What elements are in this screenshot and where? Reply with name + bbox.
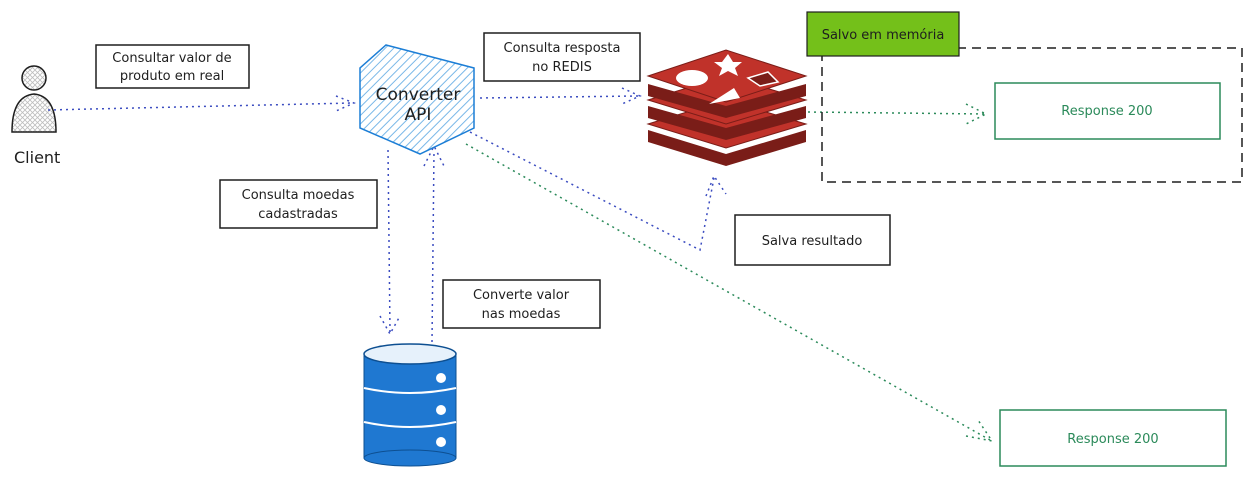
- arrow-api-to-response-bottom: [465, 143, 991, 441]
- arrow-client-to-api: [47, 102, 353, 111]
- database-icon[interactable]: [363, 343, 457, 467]
- response-bottom: Response 200: [999, 409, 1227, 467]
- note-convert-value-line1: Converte valor: [473, 288, 570, 303]
- note-consult-price-line1: Consultar valor de: [112, 51, 231, 66]
- client-node[interactable]: Client: [11, 65, 60, 167]
- arrowhead-redis-to-response-top: [965, 103, 988, 125]
- api-label-line2: API: [405, 105, 432, 125]
- api-label-line1: Converter: [376, 85, 461, 105]
- api-hexagon: [359, 44, 475, 155]
- arrow-api-to-db: [387, 149, 391, 333]
- note-convert-value: Converte valor nas moedas: [442, 279, 601, 329]
- note-consult-redis-line2: no REDIS: [532, 60, 592, 75]
- arrowhead-api-save-redis: [705, 174, 727, 197]
- note-consult-price: Consultar valor de produto em real: [95, 44, 250, 89]
- user-icon: [11, 65, 57, 133]
- note-save-result-label: Salva resultado: [762, 234, 863, 249]
- arrowhead-client-to-api: [335, 95, 356, 112]
- note-consult-coins-line1: Consulta moedas: [242, 188, 355, 203]
- note-consult-coins: Consulta moedas cadastradas: [219, 179, 378, 229]
- response-top-label: Response 200: [1061, 104, 1152, 119]
- memory-tag: [806, 11, 960, 57]
- memory-zone: Salvo em memória: [806, 11, 1243, 183]
- arrow-api-to-redis: [479, 95, 639, 99]
- note-consult-price-line2: produto em real: [120, 69, 224, 84]
- note-consult-redis: Consulta resposta no REDIS: [483, 32, 641, 82]
- memory-tag-label: Salvo em memória: [822, 28, 945, 43]
- arrow-db-to-api: [431, 149, 435, 343]
- client-label: Client: [14, 148, 60, 167]
- response-top: Response 200: [994, 82, 1221, 140]
- arrowhead-api-to-redis: [621, 87, 642, 105]
- arrows: [47, 87, 994, 443]
- note-convert-value-line2: nas moedas: [482, 307, 561, 322]
- arrowhead-db-to-api: [423, 144, 445, 167]
- redis-icon[interactable]: [646, 49, 808, 166]
- arrowhead-api-to-db: [379, 315, 401, 336]
- response-bottom-label: Response 200: [1067, 432, 1158, 447]
- arrowhead-api-to-response-bottom: [965, 419, 994, 443]
- note-save-result: Salva resultado: [734, 214, 891, 266]
- converter-api-node[interactable]: Converter API: [359, 44, 475, 155]
- arrow-api-save-redis: [469, 131, 715, 252]
- arrow-redis-to-response-top: [807, 111, 985, 115]
- note-consult-coins-line2: cadastradas: [258, 207, 338, 222]
- note-consult-redis-line1: Consulta resposta: [504, 41, 621, 56]
